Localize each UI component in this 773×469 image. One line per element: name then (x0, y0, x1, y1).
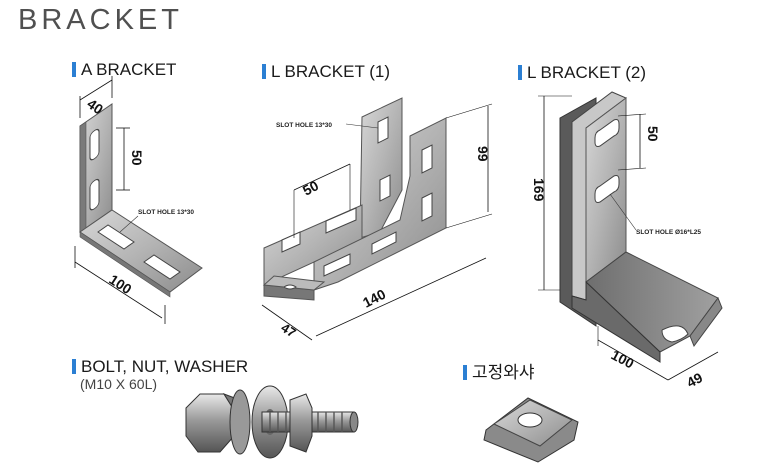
section-title-l-bracket-2: L BRACKET (2) (518, 63, 646, 83)
dim-l2-height: 169 (531, 178, 547, 202)
dim-l1-depth: 47 (278, 320, 298, 340)
dim-l1-slot-spacing: 50 (300, 177, 321, 199)
dim-l2-depth: 49 (684, 369, 705, 391)
dim-a-length: 100 (106, 271, 134, 297)
accent-bar (72, 62, 76, 77)
accent-bar (463, 365, 467, 380)
bolt-spec: (M10 X 60L) (80, 376, 158, 392)
l-bracket-2-slot-note: SLOT HOLE Ø16*L25 (636, 229, 701, 236)
accent-bar (518, 65, 522, 80)
accent-bar (72, 359, 76, 374)
page-title: BRACKET (18, 4, 183, 36)
section-label: L BRACKET (1) (271, 62, 391, 81)
dim-l1-height: 99 (475, 146, 491, 162)
dim-l2-length: 100 (609, 347, 637, 372)
dim-l2-slot-spacing: 50 (645, 126, 661, 142)
section-title-square-washer: 고정와샤 (463, 358, 535, 383)
a-bracket-slot-note: SLOT HOLE 13*30 (138, 209, 194, 216)
dim-a-slot-spacing: 50 (129, 150, 145, 166)
square-washer-drawing (483, 397, 579, 463)
section-label: A BRACKET (81, 60, 177, 79)
l-bracket-1-drawing: 99 50 140 47 SLOT HOLE 13*30 (261, 97, 493, 340)
l-bracket-2-drawing: 169 50 100 49 SLOT HOLE Ø16*L25 (531, 91, 723, 391)
section-label: 고정와샤 (472, 363, 535, 382)
a-bracket-drawing: 40 50 100 SLOT HOLE 13*30 (74, 76, 203, 324)
section-title-a-bracket: A BRACKET (72, 60, 176, 80)
section-label: BOLT, NUT, WASHER (81, 357, 249, 376)
accent-bar (262, 64, 266, 79)
l-bracket-1-slot-note: SLOT HOLE 13*30 (276, 122, 332, 129)
bolt-nut-washer-drawing (185, 385, 359, 459)
section-title-bolt: BOLT, NUT, WASHER (72, 357, 248, 377)
section-title-l-bracket-1: L BRACKET (1) (262, 62, 390, 82)
dim-l1-length: 140 (360, 286, 388, 311)
section-label: L BRACKET (2) (527, 63, 647, 82)
